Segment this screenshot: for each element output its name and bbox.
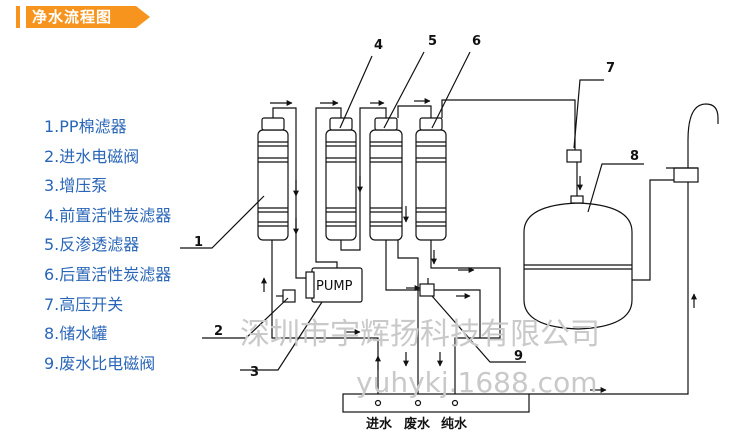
callout-8: 8 [630,149,639,164]
flow-arrows [261,98,697,393]
legend-item-9: 9.废水比电磁阀 [44,353,156,373]
inlet-label: 进水 [366,416,393,432]
pure-port [451,399,459,407]
callout-6: 6 [472,34,481,49]
callout-3: 3 [250,365,259,380]
site-watermark: yuhykj.1688.com [356,366,598,399]
legend-item-1: 1.PP棉滤器 [44,117,127,136]
pump-label: PUMP [316,279,353,294]
component-legend: 1.PP棉滤器 2.进水电磁阀 3.增压泵 4.前置活性炭滤器 5.反渗透滤器 … [44,112,171,378]
waste-label: 废水 [404,416,431,432]
callout-7: 7 [606,61,615,76]
callout-4: 4 [374,38,383,53]
tank-valve [570,195,584,204]
storage-tank [523,202,633,330]
callout-1: 1 [194,235,203,250]
banner-shape [16,6,150,28]
faucet-base [673,167,699,183]
pre-carbon-filter [325,117,357,241]
callout-5: 5 [428,34,437,49]
post-carbon-filter [415,117,447,241]
pump-motor-end [305,271,315,299]
legend-item-4: 4.前置活性炭滤器 [44,205,172,225]
faucet-spout [687,103,719,300]
page-title: 净水流程图 [32,8,113,26]
piping [271,99,689,395]
company-watermark: 深圳市宇辉扬科技有限公司 [240,317,600,352]
legend-item-6: 6.后置活性炭滤器 [44,264,172,284]
legend-item-7: 7.高压开关 [44,294,124,314]
callout-leaders [180,51,644,371]
legend-item-8: 8.储水罐 [44,324,108,344]
inlet-port [374,399,382,407]
pp-filter [257,117,289,241]
callout-9: 9 [514,349,523,364]
legend-item-2: 2.进水电磁阀 [44,146,140,166]
callout-2: 2 [214,324,223,339]
pure-label: 纯水 [441,416,468,432]
ro-filter [369,117,403,241]
legend-item-3: 3.增压泵 [44,176,108,196]
legend-item-5: 5.反渗透滤器 [44,235,140,255]
port-manifold [342,393,530,413]
waste-port [414,399,422,407]
